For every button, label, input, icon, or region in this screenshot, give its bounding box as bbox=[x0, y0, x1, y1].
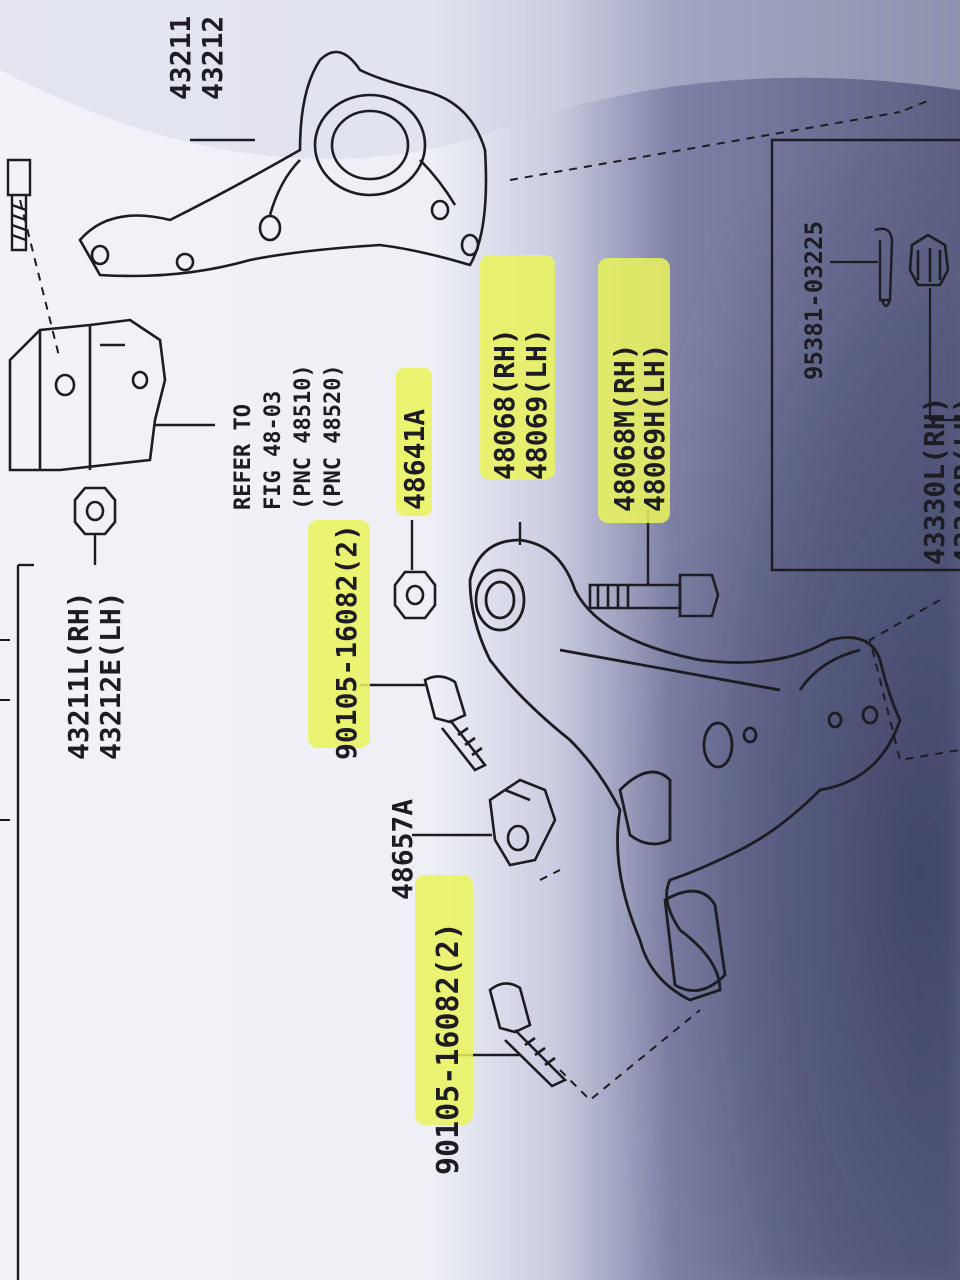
cam-bolt-upper-drawing bbox=[423, 675, 487, 772]
inset-box bbox=[770, 138, 960, 572]
arm-nut-drawing bbox=[393, 570, 437, 620]
lower-control-arm-drawing bbox=[468, 538, 902, 1002]
strut-bracket-drawing bbox=[8, 318, 167, 472]
label-knuckle-bottom-1: 43211L(RH) bbox=[62, 591, 95, 760]
label-knuckle-top-1: 43211 bbox=[164, 16, 197, 100]
dashed-guide-top bbox=[509, 99, 931, 181]
highlight-48068M bbox=[598, 258, 670, 523]
part-labels: 43211 43212 43211L(RH) 43212E(LH) REFER … bbox=[62, 16, 960, 1175]
highlight-bolt-upper bbox=[308, 520, 370, 748]
label-refer-to-4: (PNC 48520) bbox=[321, 364, 346, 510]
dashed-guide-right bbox=[868, 599, 960, 762]
label-ball-joint-2: 43340B(LH) bbox=[948, 396, 960, 565]
cotter-pin-drawing bbox=[874, 227, 894, 308]
arm-bolt-drawing bbox=[588, 573, 720, 618]
dashed-guide-bottom bbox=[539, 869, 701, 1102]
label-bolt-upper: 90105-16082(2) bbox=[330, 524, 363, 760]
label-bolt-lower: 90105-16082(2) bbox=[431, 922, 466, 1175]
label-pin: 95381-03225 bbox=[800, 221, 828, 380]
knuckle-nut-drawing bbox=[73, 486, 117, 536]
label-refer-to-3: (PNC 48510) bbox=[291, 364, 316, 510]
highlighter-marks bbox=[308, 255, 670, 1125]
label-arm-1: 48068(RH) bbox=[488, 328, 521, 480]
label-arm-bolt-1: 48068M(RH) bbox=[608, 343, 641, 512]
top-shadow bbox=[0, 0, 960, 159]
cam-bolt-lower-drawing bbox=[488, 982, 568, 1088]
label-knuckle-top-2: 43212 bbox=[196, 16, 229, 100]
label-ball-joint-1: 43330L(RH) bbox=[918, 396, 951, 565]
label-48657A: 48657A bbox=[386, 799, 419, 900]
label-48641A: 48641A bbox=[398, 409, 431, 510]
highlight-48068 bbox=[480, 255, 555, 480]
label-arm-bolt-2: 48069H(LH) bbox=[638, 343, 671, 512]
left-edge-marks bbox=[0, 639, 10, 821]
label-refer-to-2: FIG 48-03 bbox=[261, 391, 286, 510]
dashed-guide-bolt bbox=[19, 199, 61, 361]
strut-bolt-drawing bbox=[6, 158, 32, 252]
diagram-frames bbox=[16, 99, 960, 1280]
label-arm-2: 48069(LH) bbox=[520, 328, 553, 480]
highlight-48641A bbox=[396, 368, 432, 516]
highlight-bolt-lower bbox=[415, 875, 473, 1125]
steering-knuckle-drawing bbox=[78, 50, 488, 278]
castle-nut-drawing bbox=[908, 233, 950, 287]
label-knuckle-bottom-2: 43212E(LH) bbox=[94, 591, 127, 760]
bushing-48657A-drawing bbox=[488, 778, 557, 867]
label-refer-to-1: REFER TO bbox=[231, 404, 256, 510]
